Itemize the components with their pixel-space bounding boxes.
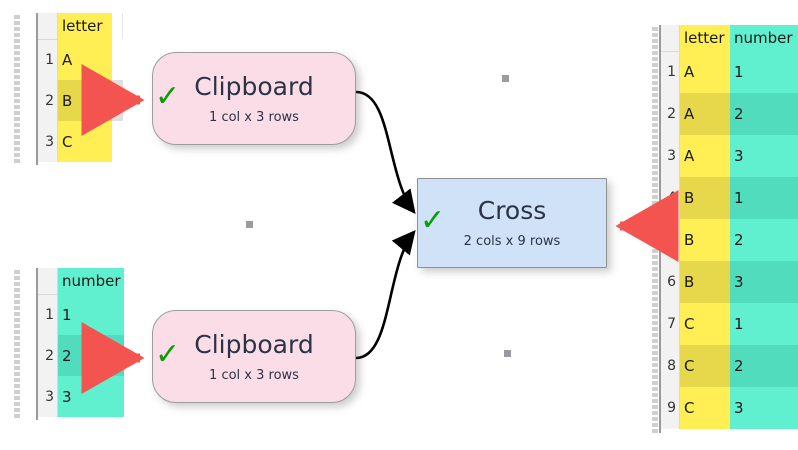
cell-number[interactable]: 3: [730, 135, 798, 177]
number-source-table[interactable]: number 1 1 2 2 3 3: [14, 268, 124, 420]
row-number-header: [38, 13, 58, 40]
cell-gap: [112, 121, 123, 162]
row-number[interactable]: 9: [661, 387, 680, 429]
row-number[interactable]: 3: [38, 121, 58, 162]
row-ruler: [14, 268, 20, 420]
table-row: 3 A 3: [661, 135, 798, 177]
node-clipboard-top[interactable]: Clipboard 1 col x 3 rows: [152, 52, 360, 149]
node-title: Cross: [477, 196, 547, 225]
row-number[interactable]: 6: [661, 261, 680, 303]
row-ruler: [14, 13, 20, 165]
cell-letter[interactable]: A: [679, 135, 730, 177]
cell-letter[interactable]: C: [57, 121, 112, 162]
node-subtitle: 2 cols x 9 rows: [463, 234, 561, 249]
table-row: 8 C 2: [661, 345, 798, 387]
node-clipboard-bottom[interactable]: Clipboard 1 col x 3 rows: [152, 310, 360, 407]
table-row: 7 C 1: [661, 303, 798, 345]
row-number[interactable]: 2: [661, 93, 680, 135]
cell-letter[interactable]: B: [57, 80, 112, 121]
row-number[interactable]: 1: [38, 39, 58, 80]
table-row: 1 A 1: [661, 51, 798, 93]
grid-dot: [504, 350, 511, 357]
column-header-number[interactable]: number: [57, 268, 124, 294]
cell-number[interactable]: 2: [730, 93, 798, 135]
table-row: 1 A: [38, 39, 123, 80]
header-gap: [112, 13, 123, 39]
cell-number[interactable]: 1: [730, 303, 798, 345]
table-row: 2 A 2: [661, 93, 798, 135]
table-row: 4 B 1: [661, 177, 798, 219]
grid-dot: [502, 75, 509, 82]
letter-source-table[interactable]: letter 1 A 2 B 3 C: [14, 13, 123, 165]
cell-number[interactable]: 2: [730, 345, 798, 387]
table-row: 6 B 3: [661, 261, 798, 303]
cell-gap: [112, 39, 123, 80]
row-number[interactable]: 8: [661, 345, 680, 387]
node-title: Clipboard: [194, 329, 314, 359]
cell-letter[interactable]: A: [679, 93, 730, 135]
column-header-letter[interactable]: letter: [679, 25, 730, 51]
row-number[interactable]: 4: [661, 177, 680, 219]
row-number[interactable]: 7: [661, 303, 680, 345]
cell-letter[interactable]: C: [679, 387, 730, 429]
cell-letter[interactable]: B: [679, 177, 730, 219]
row-ruler: [652, 25, 658, 433]
cell-letter[interactable]: B: [679, 219, 730, 261]
cell-number[interactable]: 1: [730, 177, 798, 219]
cell-number[interactable]: 2: [57, 335, 124, 376]
sheet-left-edge: [659, 25, 661, 433]
sheet-left-edge: [36, 13, 38, 165]
node-title: Clipboard: [194, 71, 314, 101]
node-subtitle: 1 col x 3 rows: [209, 367, 299, 383]
cell-number[interactable]: 2: [730, 219, 798, 261]
check-icon: ✓: [155, 337, 181, 372]
table-row: 3 3: [38, 376, 124, 417]
table-row: 2 2: [38, 335, 124, 376]
cell-number[interactable]: 3: [730, 261, 798, 303]
cell-number[interactable]: 1: [730, 51, 798, 93]
table-row: 3 C: [38, 121, 123, 162]
table-row: 5 B 2: [661, 219, 798, 261]
curved-link-arrow-icon: [355, 90, 416, 215]
cell-letter[interactable]: C: [679, 345, 730, 387]
table-header-row: number: [38, 268, 124, 295]
cell-letter[interactable]: B: [679, 261, 730, 303]
row-number[interactable]: 1: [661, 51, 680, 93]
row-number[interactable]: 1: [38, 294, 58, 335]
cell-letter[interactable]: C: [679, 303, 730, 345]
node-cross[interactable]: Cross 2 cols x 9 rows: [417, 178, 611, 272]
node-subtitle: 1 col x 3 rows: [209, 109, 299, 125]
cell-gap: [112, 80, 123, 121]
cross-result-table[interactable]: letter number 1 A 1 2 A 2 3 A 3 4 B 1: [652, 25, 798, 433]
row-number[interactable]: 3: [38, 376, 58, 417]
row-number-header: [661, 25, 680, 52]
cell-number[interactable]: 3: [57, 376, 124, 417]
column-header-number[interactable]: number: [730, 25, 798, 51]
check-icon: ✓: [155, 79, 181, 114]
row-number-header: [38, 268, 58, 295]
column-header-letter[interactable]: letter: [57, 13, 112, 39]
cell-letter[interactable]: A: [57, 39, 112, 80]
table-header-row: letter number: [661, 25, 798, 52]
table-row: 1 1: [38, 294, 124, 335]
cell-number[interactable]: 1: [57, 294, 124, 335]
sheet-left-edge: [36, 268, 38, 420]
check-icon: ✓: [420, 203, 446, 238]
row-number[interactable]: 3: [661, 135, 680, 177]
table-row: 9 C 3: [661, 387, 798, 429]
row-number[interactable]: 5: [661, 219, 680, 261]
table-header-row: letter: [38, 13, 123, 40]
row-number[interactable]: 2: [38, 80, 58, 121]
grid-dot: [246, 221, 253, 228]
table-row: 2 B: [38, 80, 123, 121]
cell-letter[interactable]: A: [679, 51, 730, 93]
curved-link-arrow-icon: [355, 229, 416, 360]
cell-number[interactable]: 3: [730, 387, 798, 429]
row-number[interactable]: 2: [38, 335, 58, 376]
